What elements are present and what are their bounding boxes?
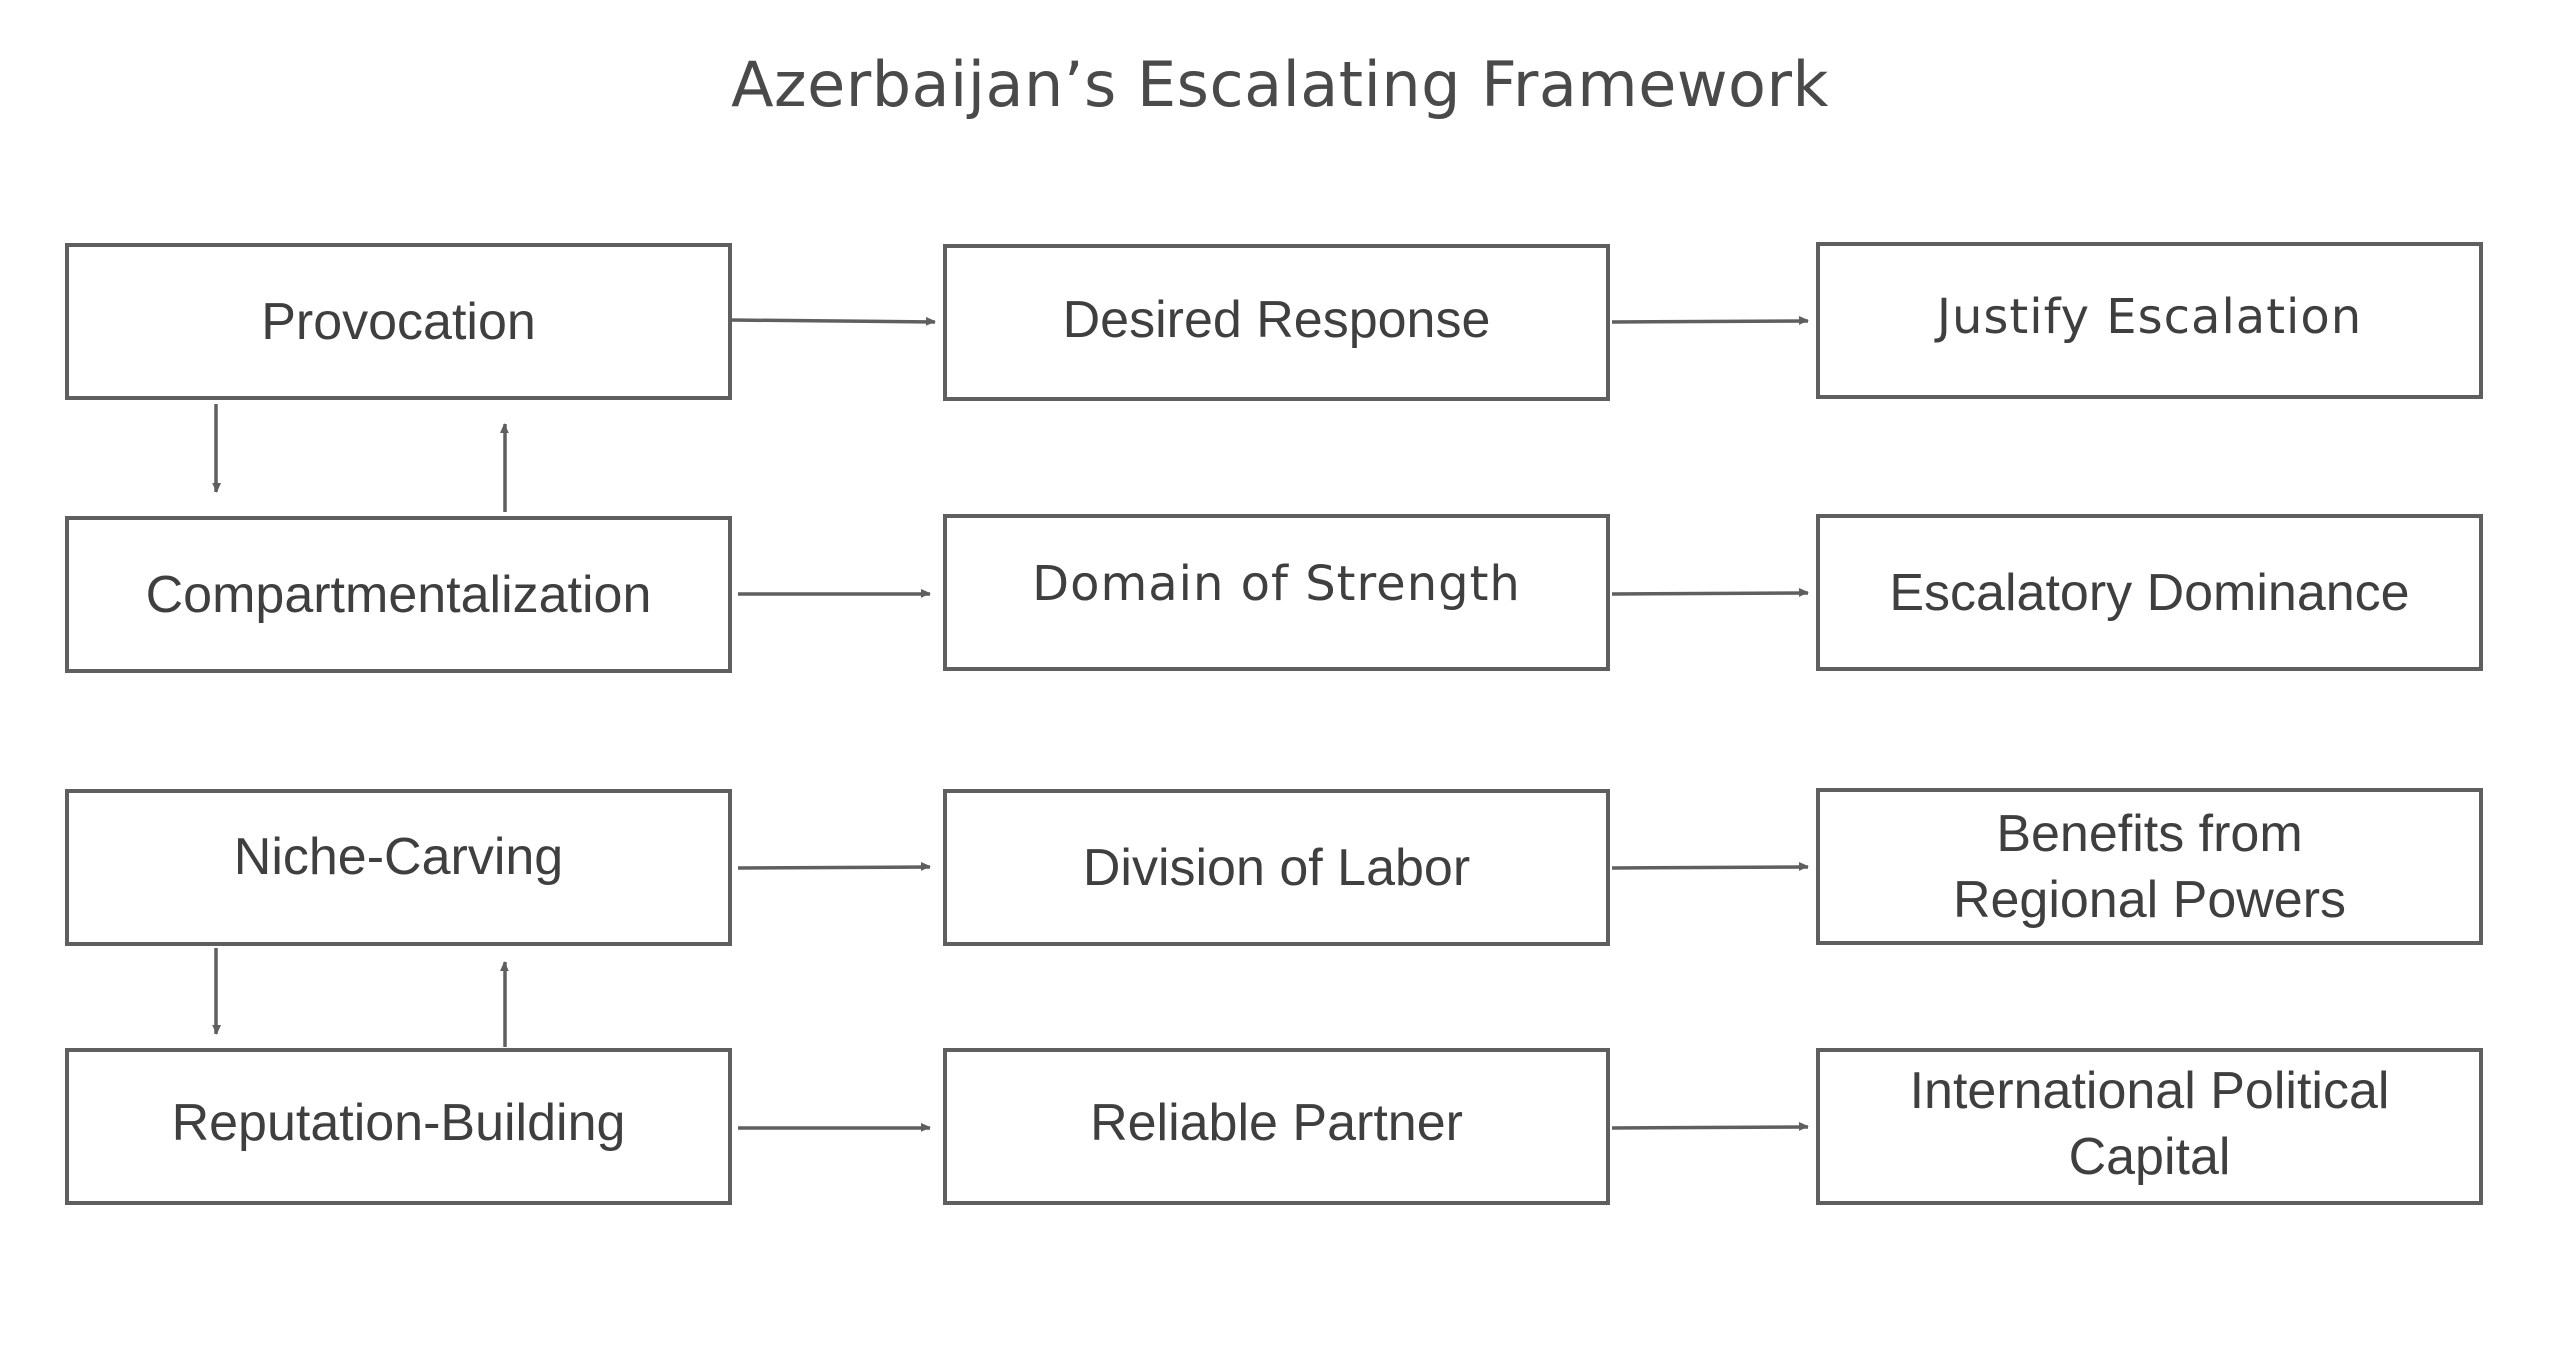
diagram-title: Azerbaijan’s Escalating Framework (731, 48, 1829, 121)
node-label: Provocation (261, 292, 536, 351)
node-label: Domain of Strength (1032, 555, 1521, 612)
edge-domain-of-strength-to-escalatory-dominance (1611, 588, 1809, 597)
node-label: Benefits from Regional Powers (1952, 804, 2347, 929)
node-label: International Political Capital (1909, 1061, 2390, 1186)
edge-niche-carving-to-division-of-labor (737, 862, 931, 871)
node-benefits-regional-powers: Benefits from Regional Powers (1816, 788, 2483, 945)
node-label: Escalatory Dominance (1889, 563, 2410, 622)
node-compartmentalization: Compartmentalization (65, 516, 732, 673)
edge-reliable-partner-to-international-capital (1611, 1122, 1809, 1131)
node-domain-of-strength: Domain of Strength (943, 514, 1610, 671)
edge-desired-response-to-justify-escalation (1611, 316, 1809, 325)
node-reputation-building: Reputation-Building (65, 1048, 732, 1205)
node-label: Compartmentalization (145, 565, 652, 624)
node-label: Reliable Partner (1090, 1093, 1463, 1152)
node-desired-response: Desired Response (943, 244, 1610, 401)
node-justify-escalation: Justify Escalation (1816, 242, 2483, 399)
node-division-of-labor: Division of Labor (943, 789, 1610, 946)
node-reliable-partner: Reliable Partner (943, 1048, 1610, 1205)
node-label: Reputation-Building (171, 1093, 626, 1152)
edge-provocation-to-desired-response (730, 316, 936, 326)
node-provocation: Provocation (65, 243, 732, 400)
node-label: Justify Escalation (1936, 288, 2363, 345)
node-niche-carving: Niche-Carving (65, 789, 732, 946)
node-label: Desired Response (1062, 290, 1491, 349)
node-label: Division of Labor (1082, 838, 1471, 897)
edge-division-of-labor-to-benefits (1611, 862, 1809, 871)
node-international-political-capital: International Political Capital (1816, 1048, 2483, 1205)
node-escalatory-dominance: Escalatory Dominance (1816, 514, 2483, 671)
node-label: Niche-Carving (233, 827, 564, 886)
